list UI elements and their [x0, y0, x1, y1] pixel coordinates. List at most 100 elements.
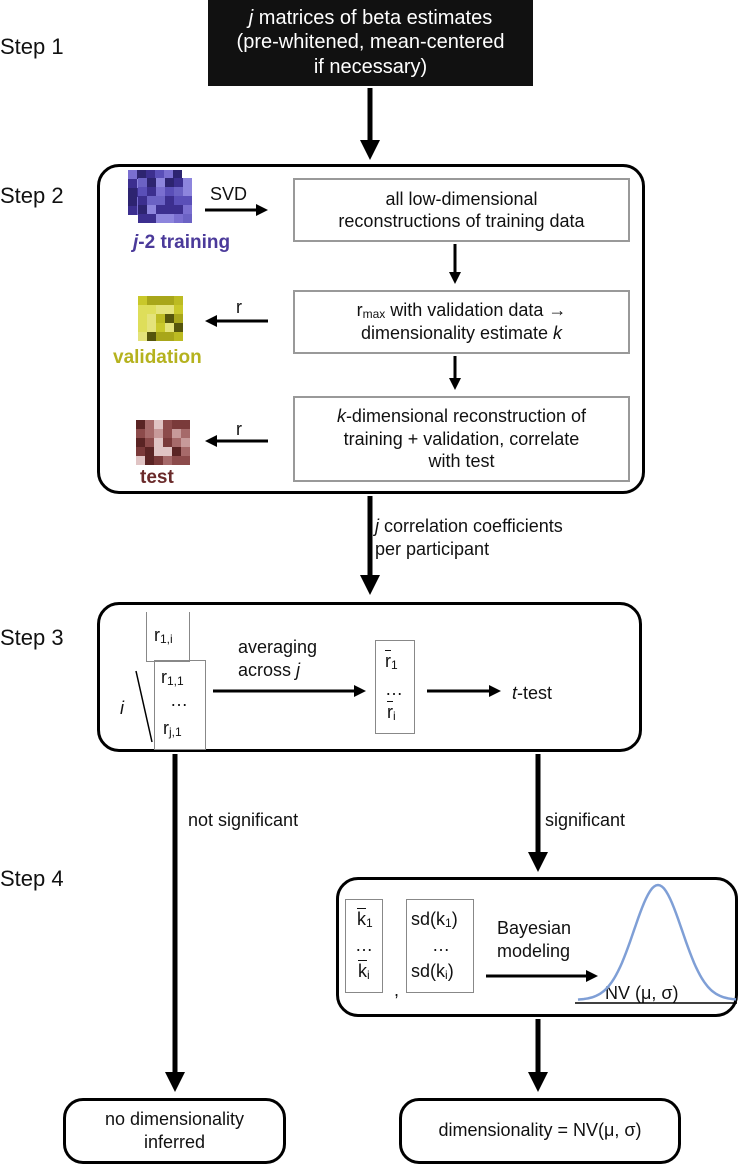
normal-distribution-curve — [577, 883, 737, 1001]
i-label: i — [120, 698, 124, 718]
rbar-dots: … — [385, 679, 403, 699]
training-heatmap-icon — [128, 170, 192, 223]
dimensionality-result-box: dimensionality = NV(μ, σ) — [399, 1098, 681, 1164]
reconstructions-box: all low-dimensional reconstructions of t… — [293, 178, 630, 242]
validation-cell — [174, 314, 183, 323]
not-significant-label: not significant — [188, 810, 299, 830]
test-cell — [154, 429, 163, 438]
training-front-cell — [147, 196, 156, 205]
training-front-cell — [165, 178, 174, 187]
validation-cell — [147, 332, 156, 341]
test-cell — [145, 438, 154, 447]
training-front-cell — [165, 196, 174, 205]
no-dimensionality-box: no dimensionality inferred — [63, 1098, 286, 1164]
r-1i: r1,i — [154, 625, 173, 646]
training-back-cell — [164, 170, 173, 179]
kbar-1: k1 — [357, 909, 373, 930]
i-diagonal — [135, 670, 153, 743]
comma: , — [394, 980, 400, 1000]
training-front-cell — [183, 196, 192, 205]
training-front-cell — [156, 205, 165, 214]
test-cell — [154, 438, 163, 447]
validation-cell — [165, 314, 174, 323]
training-front-cell — [174, 196, 183, 205]
training-back-cell — [128, 206, 137, 215]
rbar-bracket — [375, 640, 415, 734]
kbar-bracket — [345, 899, 383, 993]
r-label-test: r — [236, 419, 242, 439]
training-label: j-2 training — [133, 232, 231, 253]
training-front-cell — [147, 205, 156, 214]
step-2-label: Step 2 — [0, 183, 64, 208]
test-cell — [181, 456, 190, 465]
training-back-cell — [128, 188, 137, 197]
validation-label: validation — [113, 347, 202, 368]
validation-cell — [174, 323, 183, 332]
validation-cell — [138, 314, 147, 323]
t-test-label: t-test — [512, 683, 553, 703]
nv-label: NV (μ, σ) — [605, 983, 679, 1003]
validation-cell — [138, 296, 147, 305]
validation-cell — [165, 332, 174, 341]
test-cell — [172, 438, 181, 447]
svd-label: SVD — [210, 184, 248, 204]
test-cell — [163, 456, 172, 465]
sd-i: sd(ki) — [411, 961, 454, 982]
validation-cell — [165, 296, 174, 305]
test-cell — [163, 420, 172, 429]
training-front-cell — [138, 205, 147, 214]
training-front-cell — [147, 178, 156, 187]
test-cell — [154, 447, 163, 456]
top-box-line1: matrices of beta estimates — [253, 7, 493, 29]
validation-cell — [147, 296, 156, 305]
training-front-cell — [156, 187, 165, 196]
step-1-label: Step 1 — [0, 34, 64, 59]
sd-1: sd(k1) — [411, 909, 458, 930]
test-cell — [154, 456, 163, 465]
test-cell — [181, 420, 190, 429]
test-cell — [163, 447, 172, 456]
training-front-cell — [165, 205, 174, 214]
validation-cell — [147, 314, 156, 323]
training-front-cell — [156, 178, 165, 187]
test-cell — [145, 456, 154, 465]
validation-cell — [156, 305, 165, 314]
test-cell — [163, 429, 172, 438]
k-reconstruction-box: k-dimensional reconstruction of training… — [293, 396, 630, 482]
training-front-cell — [156, 214, 165, 223]
test-cell — [181, 447, 190, 456]
top-box-line3: if necessary) — [313, 55, 428, 78]
training-front-cell — [138, 178, 147, 187]
step-3-label: Step 3 — [0, 625, 64, 650]
r-dots: … — [170, 690, 188, 710]
validation-cell — [165, 323, 174, 332]
validation-cell — [156, 332, 165, 341]
test-cell — [136, 456, 145, 465]
training-front-cell — [183, 187, 192, 196]
bayesian-modeling-label: Bayesian modeling — [497, 918, 572, 962]
training-front-cell — [174, 178, 183, 187]
training-back-cell — [173, 170, 182, 179]
kbar-dots: … — [355, 935, 373, 955]
test-cell — [163, 438, 172, 447]
training-front-cell — [138, 196, 147, 205]
training-back-cell — [155, 170, 164, 179]
test-cell — [145, 420, 154, 429]
step-4-label: Step 4 — [0, 866, 64, 891]
validation-cell — [138, 323, 147, 332]
r-11: r1,1 — [161, 667, 184, 688]
test-cell — [136, 447, 145, 456]
training-front-cell — [174, 187, 183, 196]
validation-cell — [165, 305, 174, 314]
test-label: test — [140, 467, 174, 488]
test-cell — [172, 456, 181, 465]
test-cell — [154, 420, 163, 429]
rbar-1: r1 — [385, 651, 398, 672]
test-cell — [181, 429, 190, 438]
test-cell — [172, 447, 181, 456]
test-cell — [136, 420, 145, 429]
r-1i-bracket — [146, 612, 190, 662]
validation-cell — [174, 305, 183, 314]
training-front-cell — [156, 196, 165, 205]
